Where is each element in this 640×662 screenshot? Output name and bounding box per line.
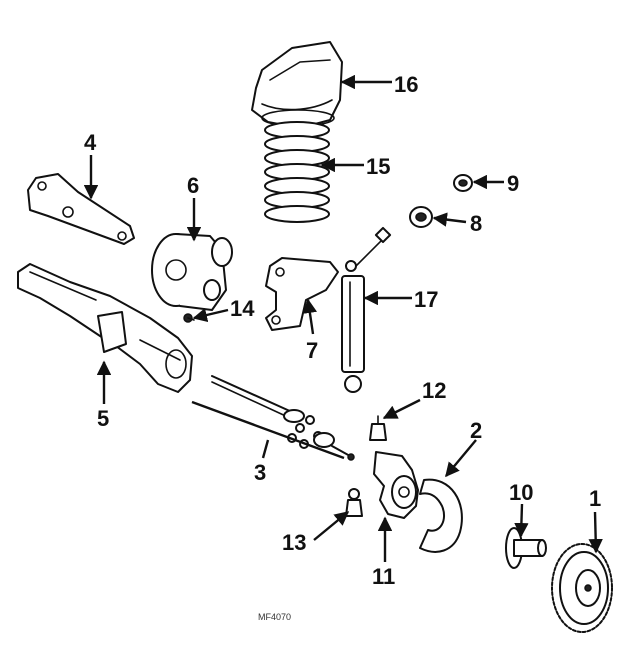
bolt bbox=[183, 313, 195, 323]
callout-10: 10 bbox=[509, 480, 533, 505]
dust-shield bbox=[419, 478, 463, 553]
callout-9: 9 bbox=[507, 171, 519, 196]
steering-knuckle bbox=[373, 451, 419, 519]
callout-3: 3 bbox=[254, 460, 266, 485]
callout-14: 14 bbox=[230, 296, 255, 321]
callout-17: 17 bbox=[414, 287, 438, 312]
nut-small bbox=[453, 174, 473, 192]
differential-carrier bbox=[151, 233, 233, 311]
callout-11: 11 bbox=[372, 564, 395, 589]
brake-rotor bbox=[551, 543, 613, 633]
radius-arm-bracket bbox=[27, 173, 135, 245]
ball-joint-upper bbox=[369, 415, 387, 441]
coil-spring bbox=[264, 121, 330, 223]
callout-13: 13 bbox=[282, 530, 306, 555]
spring-upper-seat bbox=[251, 41, 343, 129]
bushing bbox=[409, 206, 433, 228]
axle-housing bbox=[17, 263, 193, 393]
axle-shaft bbox=[211, 375, 355, 461]
callout-12: 12 bbox=[422, 378, 446, 403]
callout-1: 1 bbox=[589, 486, 601, 511]
wheel-hub bbox=[505, 527, 547, 569]
callout-5: 5 bbox=[97, 406, 109, 431]
callout-7: 7 bbox=[306, 338, 318, 363]
shock-absorber bbox=[341, 226, 392, 393]
callout-16: 16 bbox=[394, 72, 418, 97]
callout-8: 8 bbox=[470, 211, 482, 236]
ball-joint-lower bbox=[345, 488, 363, 517]
callout-4: 4 bbox=[84, 130, 97, 155]
diagram-code: MF4070 bbox=[258, 612, 291, 622]
callout-6: 6 bbox=[187, 173, 199, 198]
callout-2: 2 bbox=[470, 418, 482, 443]
shock-bracket bbox=[265, 257, 339, 331]
callout-15: 15 bbox=[366, 154, 390, 179]
